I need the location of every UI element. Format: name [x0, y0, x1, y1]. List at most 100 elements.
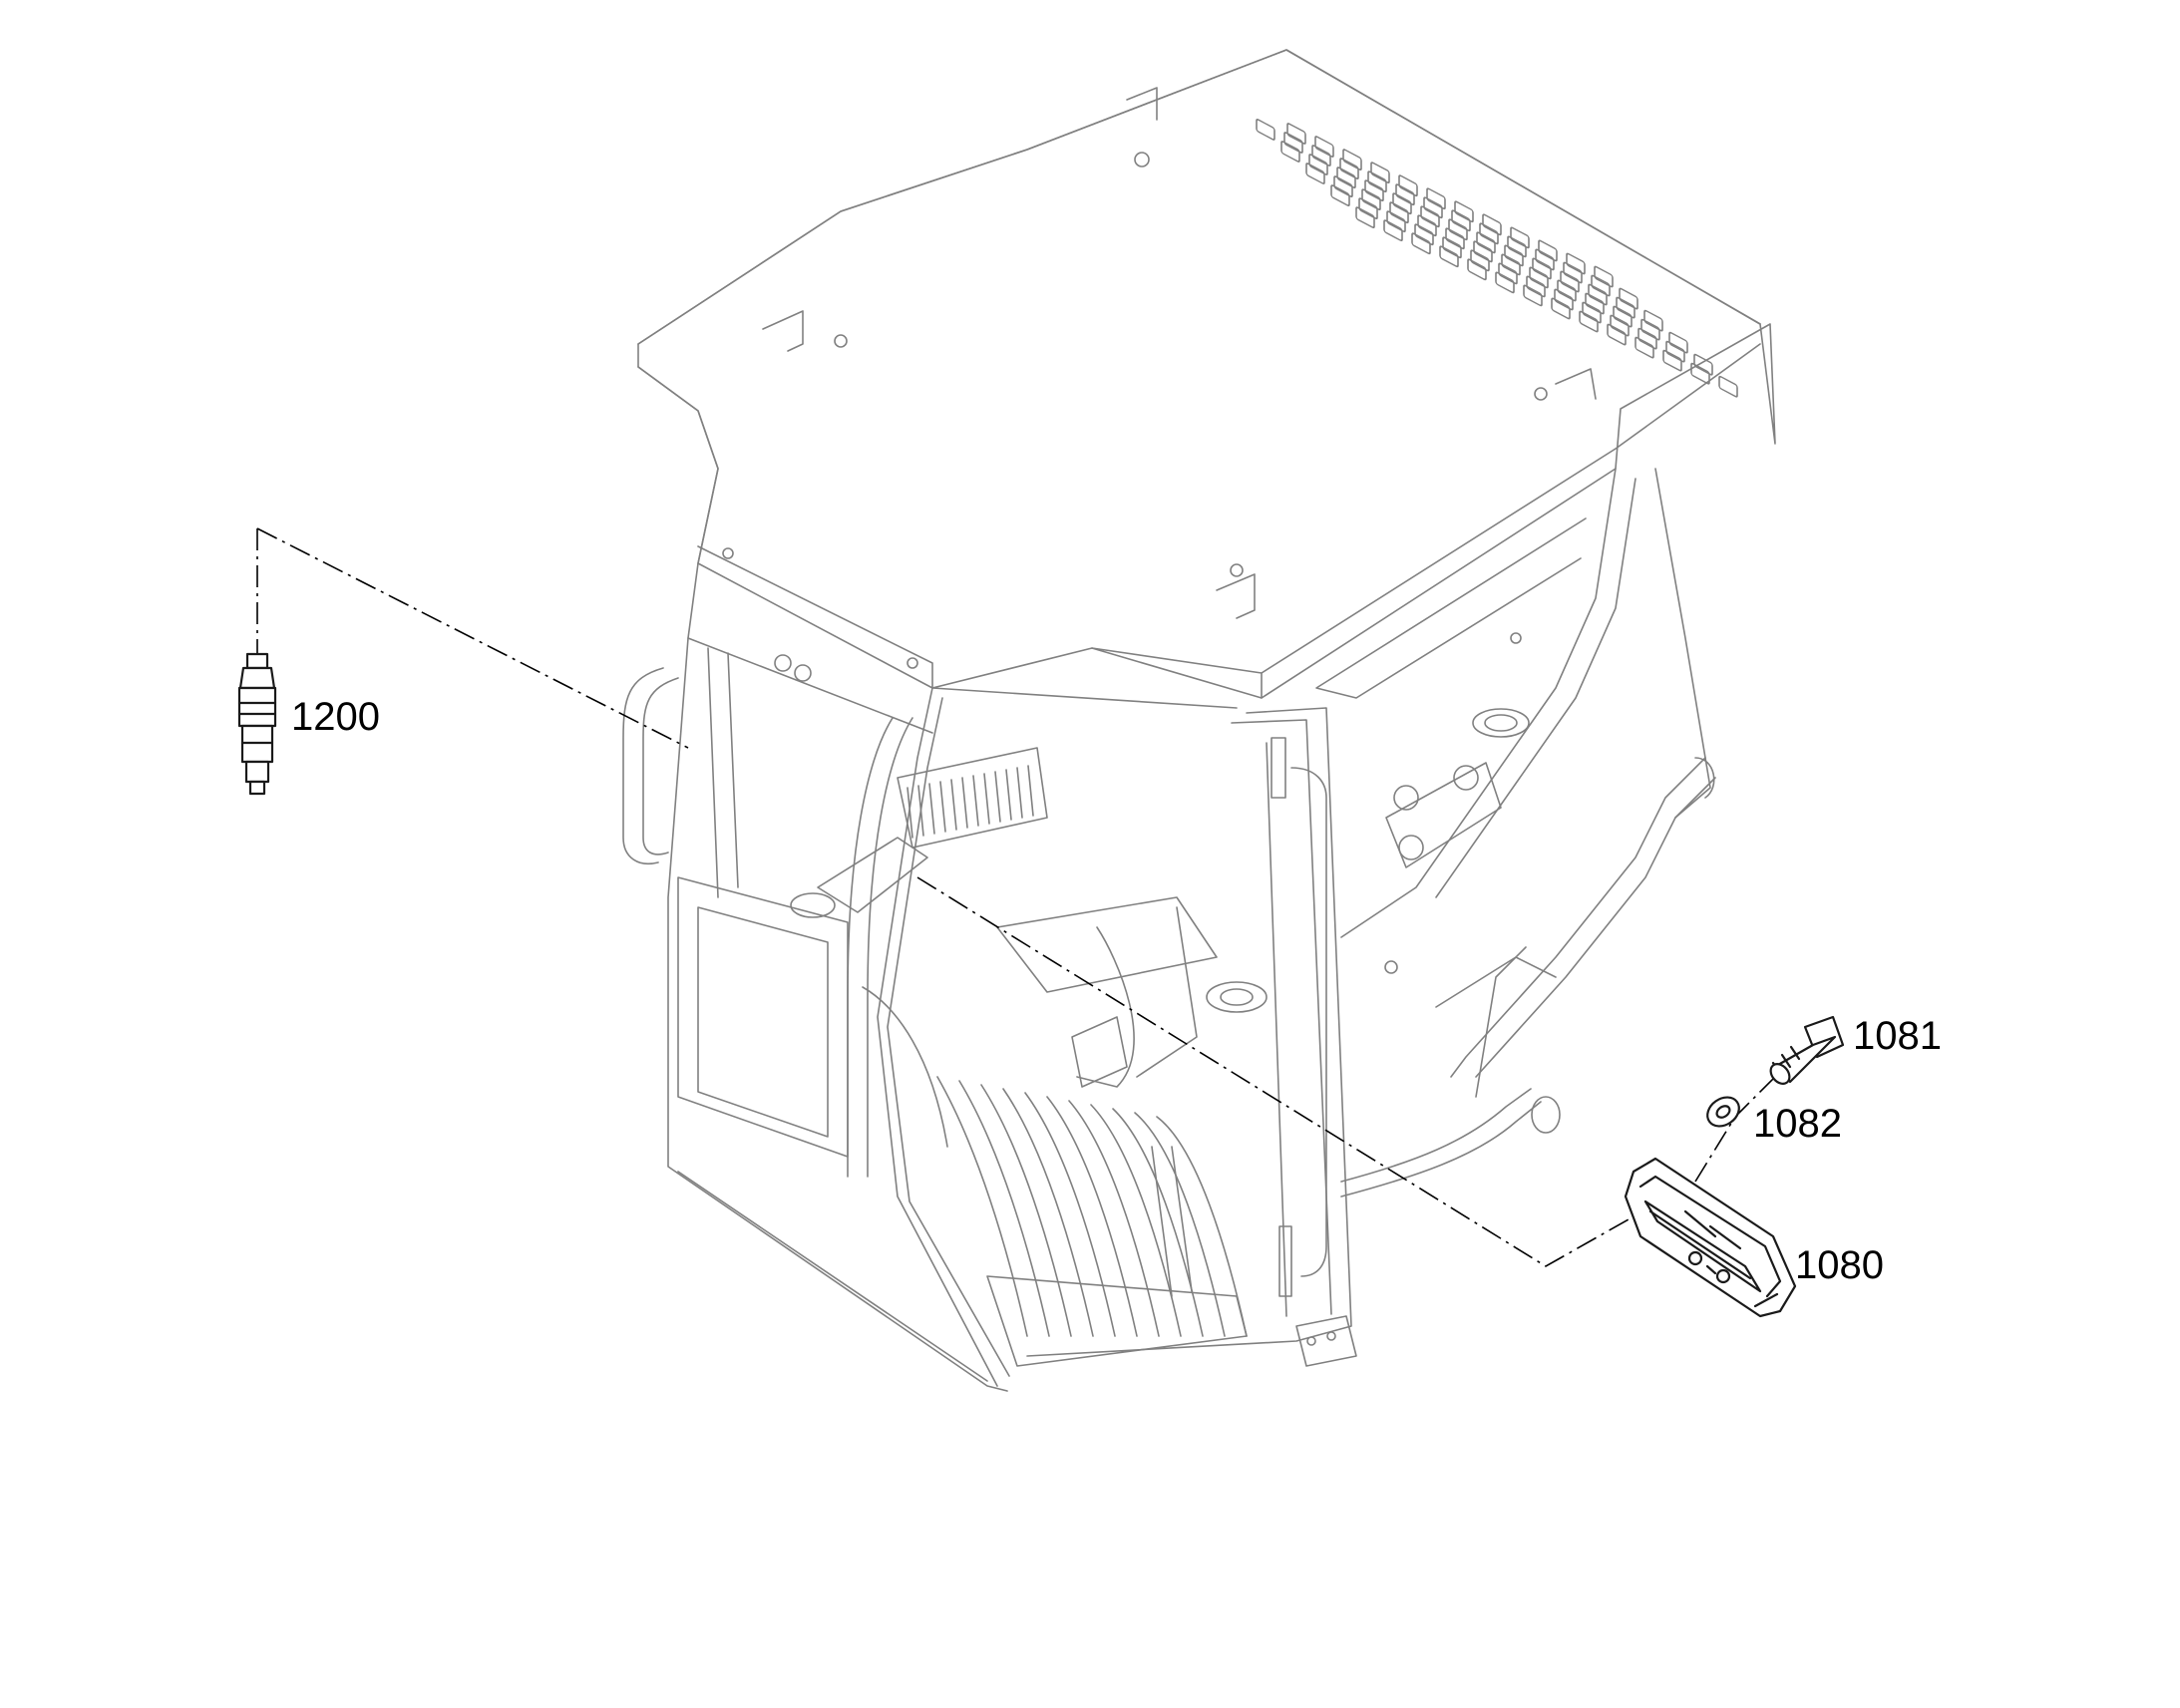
- console-vent-slat: [972, 775, 979, 827]
- vent-slot: [1665, 340, 1685, 363]
- vent-slot: [1529, 266, 1549, 289]
- vent-slot: [1448, 218, 1468, 241]
- vent-slot: [1358, 197, 1378, 220]
- cab-body: [622, 562, 1010, 1392]
- floor-groove: [958, 1080, 1050, 1337]
- vent-slot: [1616, 296, 1635, 319]
- vent-slot: [1411, 232, 1431, 255]
- vent-slot: [1392, 192, 1412, 215]
- vent-slot: [1535, 248, 1555, 271]
- vent-slot: [1383, 219, 1403, 242]
- console-vent-slat: [917, 785, 924, 837]
- vent-slot: [1526, 275, 1546, 298]
- vent-slot: [1454, 200, 1474, 223]
- vent-slot: [1523, 284, 1543, 307]
- vent-slot: [1613, 305, 1633, 328]
- vent-slot: [1442, 236, 1462, 259]
- callout-label-1082: 1082: [1753, 1102, 1842, 1146]
- vent-slot: [1532, 257, 1552, 280]
- vent-slot: [1594, 265, 1614, 288]
- vent-slot: [1330, 184, 1350, 206]
- vent-slot: [1476, 231, 1496, 254]
- vent-slot: [1445, 227, 1465, 250]
- console-vent-slat: [1016, 767, 1023, 819]
- console-vent-slat: [950, 779, 957, 831]
- vent-slot: [1336, 167, 1356, 188]
- vent-slot: [1640, 318, 1660, 341]
- vent-slot: [1637, 327, 1657, 350]
- vent-slot: [1386, 210, 1406, 233]
- cab-roof: [637, 49, 1776, 699]
- cab-door-frame: [931, 687, 1357, 1367]
- console-vent-slat: [1027, 765, 1034, 817]
- vent-slot: [1718, 375, 1738, 398]
- floor-grooves: [936, 1076, 1248, 1337]
- vent-slot: [1479, 222, 1499, 245]
- console-vent-slat: [1005, 769, 1012, 821]
- vent-slot: [1451, 209, 1471, 232]
- vent-slot: [1619, 287, 1638, 310]
- console-vent-slat: [939, 781, 946, 833]
- vent-slot: [1333, 175, 1353, 197]
- vent-slot: [1361, 188, 1381, 211]
- floor-groove: [1134, 1112, 1226, 1337]
- vent-slot: [1495, 271, 1515, 294]
- vent-slot: [1585, 292, 1605, 315]
- vent-slot: [1308, 154, 1328, 175]
- cab-frame-illustration: [622, 49, 1776, 1392]
- cab-rear-right: [1315, 468, 1716, 1197]
- floor-groove: [1112, 1108, 1204, 1337]
- part-1200-plug[interactable]: [237, 652, 277, 796]
- part-1080-latch[interactable]: [1624, 1157, 1797, 1318]
- vent-slot: [1551, 297, 1571, 320]
- vent-slot: [1423, 196, 1443, 219]
- vent-slot: [1566, 252, 1586, 275]
- callout-label-1081: 1081: [1853, 1014, 1942, 1058]
- vent-slot: [1305, 163, 1325, 184]
- vent-slot: [1504, 244, 1524, 267]
- roof-vent-grid: [1256, 119, 1738, 398]
- vent-slot: [1588, 283, 1608, 306]
- vent-slot: [1693, 353, 1713, 376]
- floor-groove: [1024, 1092, 1116, 1337]
- vent-slot: [1470, 249, 1490, 272]
- callout-label-1200: 1200: [291, 695, 380, 739]
- vent-slot: [1339, 158, 1359, 179]
- floor-groove: [1068, 1100, 1160, 1337]
- vent-slot: [1420, 205, 1440, 228]
- floor-groove: [1156, 1116, 1248, 1337]
- vent-slot: [1314, 136, 1334, 158]
- vent-slot: [1582, 301, 1602, 324]
- vent-slot: [1560, 270, 1580, 293]
- vent-slot: [1311, 145, 1331, 167]
- vent-slot: [1482, 213, 1502, 236]
- vent-slot: [1591, 274, 1611, 297]
- vent-slot: [1370, 162, 1390, 184]
- vent-slot: [1395, 183, 1415, 206]
- vent-slot: [1498, 262, 1518, 285]
- vent-slot: [1280, 141, 1300, 163]
- vent-slot: [1662, 349, 1682, 372]
- vent-slot: [1367, 171, 1387, 193]
- vent-slot: [1668, 331, 1688, 354]
- vent-slot: [1283, 132, 1303, 154]
- vent-slot: [1414, 223, 1434, 246]
- console-vent-slat: [961, 777, 968, 829]
- vent-slot: [1579, 310, 1599, 333]
- part-1082-washer[interactable]: [1702, 1092, 1745, 1133]
- floor-groove: [1090, 1104, 1182, 1337]
- vent-slot: [1607, 323, 1627, 346]
- part-1081-bolt[interactable]: [1767, 1015, 1845, 1088]
- vent-slot: [1467, 258, 1487, 281]
- vent-slot: [1342, 149, 1362, 171]
- vent-slot: [1473, 240, 1493, 263]
- vent-slot: [1510, 226, 1530, 249]
- vent-slot: [1610, 314, 1630, 337]
- floor-groove: [936, 1076, 1028, 1337]
- vent-slot: [1398, 174, 1418, 197]
- console-vent-slat: [907, 787, 913, 839]
- vent-slot: [1563, 261, 1583, 284]
- callout-label-1080: 1080: [1795, 1243, 1884, 1287]
- console-vents: [907, 765, 1034, 839]
